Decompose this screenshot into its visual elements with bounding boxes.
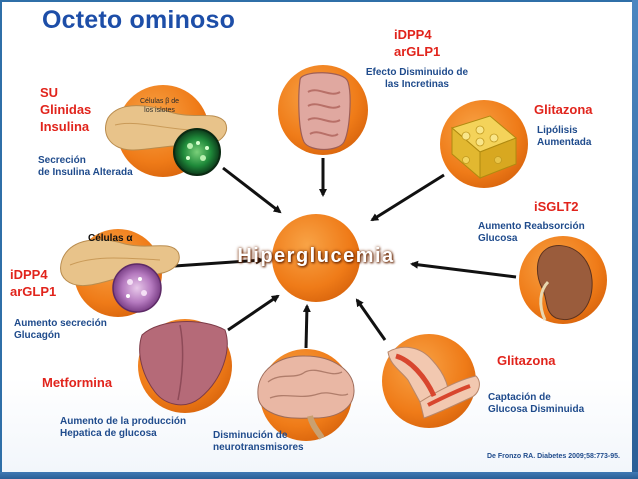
- effect-line: Aumento secreción: [14, 318, 107, 329]
- drug-list-gut: iDPP4 arGLP1: [394, 26, 440, 60]
- effect-line: Secreción: [38, 155, 86, 166]
- arrow-su: [222, 166, 282, 214]
- drug-list-muscle: Glitazona: [497, 352, 556, 369]
- brain-illustration: [257, 355, 355, 440]
- page-title: Octeto ominoso: [42, 6, 236, 34]
- effect-metformina: Aumento de la producción Hepatica de glu…: [60, 416, 186, 440]
- drug-label: iDPP4: [394, 27, 432, 42]
- drug-label: arGLP1: [394, 44, 441, 59]
- effect-su: Secreción de Insulina Alterada: [38, 155, 133, 179]
- effect-line: Captación de: [488, 392, 551, 403]
- drug-label: iSGLT2: [534, 199, 579, 214]
- drug-list-kidney: iSGLT2: [534, 198, 579, 215]
- effect-line: Aumentada: [537, 137, 592, 148]
- drug-label: Glitazona: [497, 353, 556, 368]
- arrow-alpha: [159, 256, 264, 269]
- effect-line: Disminución de: [213, 430, 288, 441]
- effect-kidney: Aumento Reabsorción Glucosa: [478, 221, 585, 245]
- arm-muscle-illustration: [387, 346, 480, 419]
- effect-line: neurotransmisores: [213, 442, 304, 453]
- beta-cells-micrograph: [173, 128, 221, 176]
- arrow-metformina: [227, 294, 280, 332]
- effect-line: las Incretinas: [385, 79, 449, 90]
- citation: De Fronzo RA. Diabetes 2009;58:773-95.: [486, 453, 620, 460]
- drug-label: SU: [40, 85, 59, 100]
- arrow-muscle: [355, 298, 387, 341]
- arrow-brain: [302, 304, 311, 349]
- drug-list-fat: Glitazona: [534, 101, 593, 118]
- fat-tissue-illustration: [450, 115, 517, 180]
- effect-fat: Lipólisis Aumentada: [537, 125, 591, 149]
- effect-line: Hepatica de glucosa: [60, 428, 157, 439]
- effect-line: Glucosa: [478, 233, 518, 244]
- effect-line: Efecto Disminuido de: [365, 67, 469, 78]
- drug-label: Glitazona: [534, 102, 593, 117]
- drug-list-su: SU Glinidas Insulina: [40, 84, 91, 135]
- effect-muscle: Captación de Glucosa Disminuida: [488, 392, 584, 416]
- alpha-cells-label: Células α: [88, 233, 133, 244]
- arrow-kidney: [410, 260, 517, 279]
- effect-line: de Insulina Alterada: [38, 167, 133, 178]
- beta-cells-label: Células β de los islotes: [140, 98, 180, 114]
- drug-label: arGLP1: [10, 284, 57, 299]
- drug-label: Glinidas: [40, 102, 92, 117]
- center-label: Hiperglucemia: [237, 245, 395, 267]
- kidney-illustration: [537, 245, 593, 321]
- drug-label: Insulina: [40, 119, 90, 134]
- center-circle: [272, 214, 360, 302]
- effect-brain: Disminución de neurotransmisores: [213, 430, 304, 454]
- pancreas-alpha-illustration: [60, 239, 180, 287]
- effect-gut: Efecto Disminuido de las Incretinas: [358, 67, 476, 91]
- drug-label: Metformina: [42, 375, 113, 390]
- slide-frame-bottom: [0, 472, 638, 479]
- drug-list-alpha: iDPP4 arGLP1: [10, 266, 56, 300]
- effect-line: Glucagón: [14, 330, 61, 341]
- effect-line: Aumento de la producción: [60, 416, 187, 427]
- effect-line: Glucosa Disminuida: [488, 404, 585, 415]
- liver-illustration: [139, 321, 228, 406]
- drug-list-metformina: Metformina: [42, 374, 112, 391]
- arrow-fat: [370, 173, 445, 222]
- intestine-illustration: [298, 72, 351, 151]
- slide-frame-right: [632, 0, 638, 479]
- alpha-cells-micrograph: [112, 263, 162, 313]
- effect-line: Aumento Reabsorción: [478, 221, 585, 232]
- effect-line: Lipólisis: [537, 125, 578, 136]
- effect-alpha: Aumento secreción Glucagón: [14, 318, 107, 342]
- drug-label: iDPP4: [10, 267, 48, 282]
